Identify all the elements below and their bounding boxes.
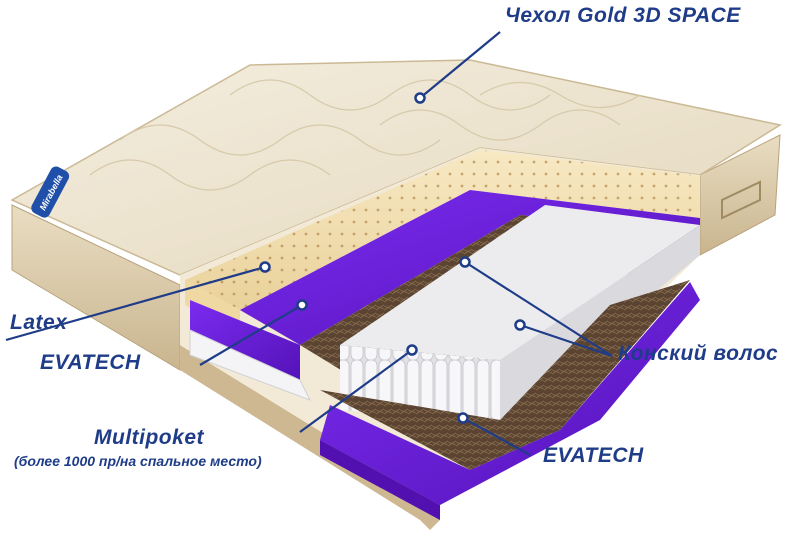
pocket-springs-top bbox=[340, 205, 700, 360]
label-multipoket-note: (более 1000 пр/на спальное место) bbox=[14, 453, 262, 469]
horsehair-base bbox=[320, 280, 690, 470]
evatech-bottom-front bbox=[320, 440, 440, 520]
label-cover: Чехол Gold 3D SPACE bbox=[505, 4, 741, 27]
side-handle bbox=[721, 180, 761, 220]
leader-lines bbox=[5, 31, 613, 456]
label-multipoket: Multipoket bbox=[94, 426, 204, 449]
label-evatech-top: EVATECH bbox=[40, 351, 141, 374]
callout-dots bbox=[259, 92, 526, 424]
label-latex: Latex bbox=[10, 311, 68, 334]
evatech-top-front bbox=[190, 300, 300, 380]
evatech-bottom-layer bbox=[320, 282, 700, 505]
white-foam-strip bbox=[189, 329, 312, 401]
quilt-pattern bbox=[89, 79, 641, 191]
evatech-top-layer bbox=[240, 190, 700, 345]
quilted-top-cover bbox=[10, 59, 782, 276]
label-evatech-bottom: EVATECH bbox=[543, 444, 644, 467]
label-horsehair: Конский волос bbox=[618, 342, 779, 365]
